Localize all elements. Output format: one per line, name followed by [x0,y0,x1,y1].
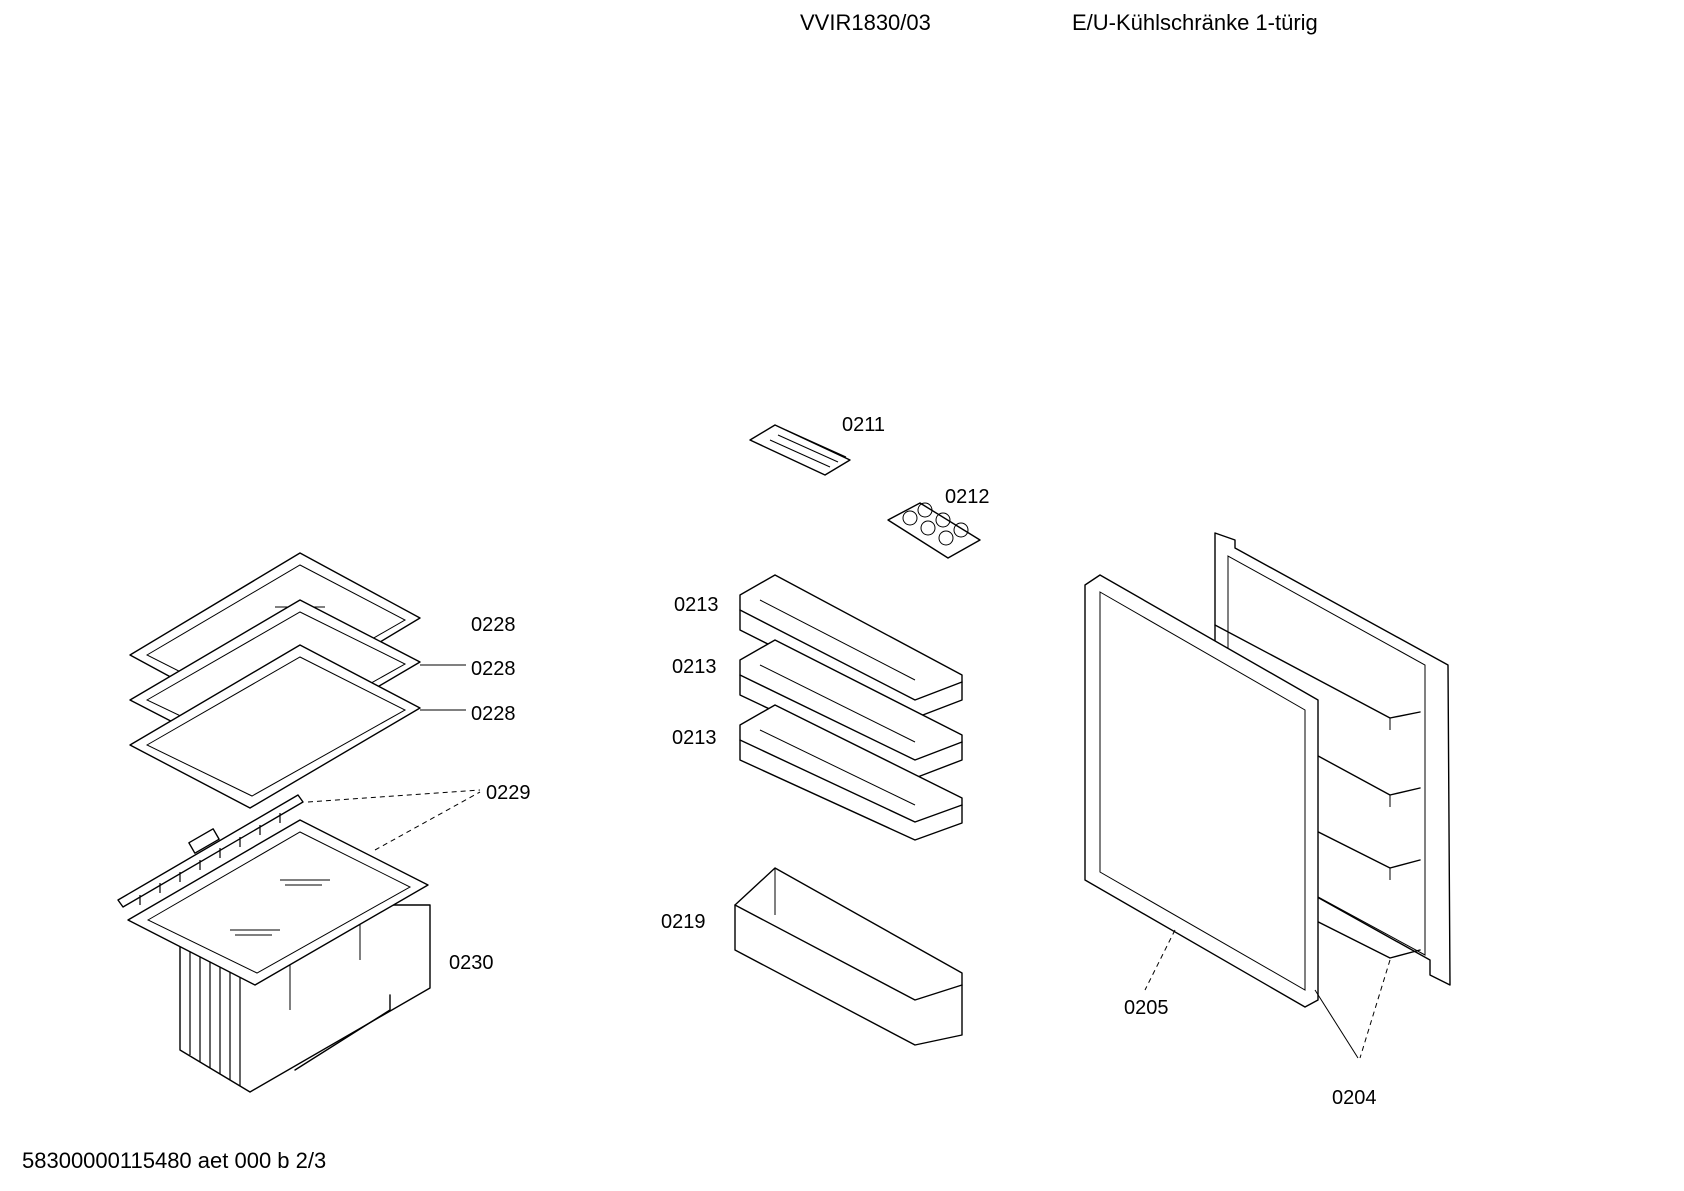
callout-0230: 0230 [449,952,494,974]
egg-tray [887,502,981,559]
callout-0228-b: 0228 [471,658,516,680]
door-gasket [1084,574,1319,1008]
leader-0204-b [1359,959,1391,1059]
callout-0228-c: 0228 [471,703,516,725]
callout-0213-c: 0213 [672,727,717,749]
callout-0213-a: 0213 [674,594,719,616]
door-shelf-2 [739,639,963,779]
glass-shelf-bottom [129,644,421,809]
callout-0213-b: 0213 [672,656,717,678]
diagram-title: E/U-Kühlschränke 1-türig [1072,10,1318,35]
door-shelf-1 [739,574,963,719]
leader-0205 [1144,929,1176,991]
shelf-front-rail [117,794,304,908]
egg-tray-small [749,424,851,476]
callout-0219: 0219 [661,911,706,933]
callout-0212: 0212 [945,486,990,508]
leader-0229-b [374,791,481,851]
door-bottle-shelf [734,867,963,1046]
callout-0228-a: 0228 [471,614,516,636]
door-shelf-3 [739,704,963,841]
crisper-cover [127,819,429,986]
leader-0229-a [307,789,481,803]
callout-0204: 0204 [1332,1087,1377,1109]
callout-0205: 0205 [1124,997,1169,1019]
leader-0204-a [1314,989,1359,1059]
callout-0211: 0211 [842,414,885,436]
footer-document-code: 58300000115480 aet 000 b 2/3 [22,1148,327,1173]
model-number: VVIR1830/03 [800,10,931,35]
callout-0229: 0229 [486,782,531,804]
